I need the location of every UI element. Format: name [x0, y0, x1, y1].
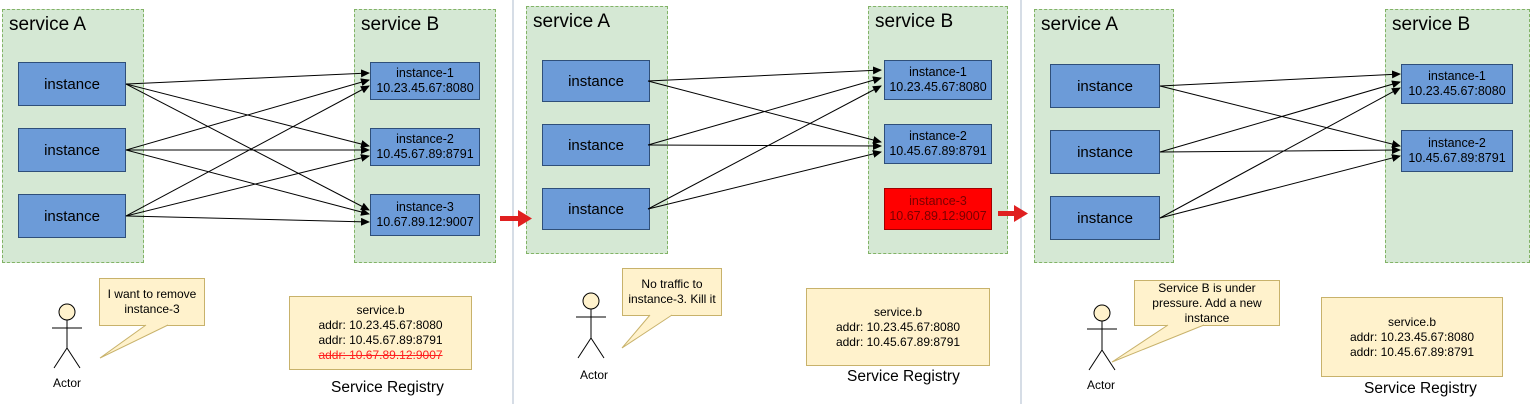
panel-2-connections	[647, 66, 882, 210]
service-a-instance: instance	[1050, 196, 1160, 240]
transition-arrow	[998, 205, 1028, 222]
instance-label: instance	[568, 72, 624, 90]
service-b-instance-1: instance-1 10.23.45.67:8080	[884, 60, 992, 100]
instance-label: instance	[568, 200, 624, 218]
service-b-instance-2: instance-2 10.45.67.89:8791	[884, 124, 992, 164]
registry-address: addr: 10.45.67.89:8791	[1349, 344, 1475, 359]
actor-label: Actor	[53, 376, 82, 390]
bubble-text: Service B is under pressure. Add a new i…	[1152, 280, 1262, 325]
service-registry-box: service.b addr: 10.23.45.67:8080 addr: 1…	[1321, 297, 1503, 377]
instance-address: 10.45.67.89:8791	[1408, 151, 1506, 165]
service-a-instance: instance	[18, 128, 126, 172]
service-b-title: service B	[875, 11, 954, 32]
actor-label: Actor	[580, 368, 609, 382]
bubble-text: I want to remove instance-3	[107, 287, 197, 316]
instance-name: instance-2	[396, 132, 454, 146]
instance-label: instance	[44, 141, 100, 159]
instance-label: instance	[1077, 77, 1133, 95]
bubble-tail	[99, 324, 169, 359]
instance-address: 10.23.45.67:8080	[376, 81, 474, 95]
service-registry-box: service.b addr: 10.23.45.67:8080 addr: 1…	[806, 288, 990, 366]
registry-address: addr: 10.45.67.89:8791	[318, 333, 443, 347]
service-registry-box: service.b addr: 10.23.45.67:8080 addr: 1…	[289, 296, 472, 370]
service-a-instance: instance	[1050, 64, 1160, 108]
instance-label: instance	[568, 136, 624, 154]
service-b-instance-3-removed: instance-3 10.67.89.12:9007	[884, 188, 992, 230]
instance-name: instance-3	[909, 194, 967, 208]
registry-address: addr: 10.45.67.89:8791	[835, 334, 961, 349]
instance-label: instance	[44, 207, 100, 225]
actor-speech-bubble: I want to remove instance-3	[99, 278, 205, 326]
registry-address: addr: 10.23.45.67:8080	[835, 319, 961, 334]
panel-2: service A service B instance instance in…	[512, 0, 1022, 404]
registry-service-name: service.b	[873, 304, 923, 319]
panel-1-connections	[125, 69, 370, 226]
panel-3: service A service B instance instance in…	[1022, 0, 1536, 404]
service-a-title: service A	[9, 14, 87, 35]
instance-label: instance	[1077, 143, 1133, 161]
service-b-instance-2: instance-2 10.45.67.89:8791	[1401, 130, 1513, 172]
instance-label: instance	[44, 75, 100, 93]
service-a-instance: instance	[1050, 130, 1160, 174]
bubble-tail	[621, 314, 673, 349]
service-b-title: service B	[361, 14, 440, 35]
instance-name: instance-2	[909, 129, 967, 143]
instance-address: 10.67.89.12:9007	[376, 215, 474, 229]
panel-3-connections	[1159, 70, 1401, 219]
registry-caption: Service Registry	[847, 368, 960, 385]
registry-address-removed: addr: 10.67.89.12:9007	[318, 348, 443, 362]
service-b-instance-2: instance-2 10.45.67.89:8791	[370, 128, 480, 166]
service-a-instance: instance	[542, 188, 650, 230]
panel-1: service A service B instance instance in…	[0, 0, 512, 404]
instance-name: instance-1	[396, 66, 454, 80]
service-b-instance-3: instance-3 10.67.89.12:9007	[370, 194, 480, 236]
instance-address: 10.23.45.67:8080	[1408, 84, 1506, 98]
service-b-instance-1: instance-1 10.23.45.67:8080	[370, 62, 480, 100]
instance-name: instance-2	[1428, 136, 1486, 150]
bubble-tail	[1111, 324, 1205, 363]
actor-icon	[1087, 304, 1117, 371]
instance-address: 10.45.67.89:8791	[889, 144, 987, 158]
service-a-title: service A	[533, 11, 611, 32]
instance-address: 10.67.89.12:9007	[889, 209, 987, 223]
service-a-title: service A	[1041, 14, 1119, 35]
actor-speech-bubble: Service B is under pressure. Add a new i…	[1134, 280, 1280, 326]
service-b-instance-1: instance-1 10.23.45.67:8080	[1401, 64, 1513, 104]
service-a-instance: instance	[542, 60, 650, 102]
registry-caption: Service Registry	[1364, 380, 1477, 397]
instance-address: 10.45.67.89:8791	[376, 147, 474, 161]
registry-address: addr: 10.23.45.67:8080	[318, 318, 443, 332]
instance-name: instance-3	[396, 200, 454, 214]
registry-service-name: service.b	[1387, 314, 1437, 329]
registry-service-name: service.b	[356, 303, 405, 317]
registry-caption: Service Registry	[331, 379, 444, 396]
actor-label: Actor	[1087, 378, 1116, 392]
service-a-instance: instance	[18, 194, 126, 238]
service-a-instance: instance	[18, 62, 126, 106]
bubble-text: No traffic to instance-3. Kill it	[628, 277, 716, 306]
actor-icon	[52, 303, 82, 369]
instance-label: instance	[1077, 209, 1133, 227]
instance-address: 10.23.45.67:8080	[889, 80, 987, 94]
registry-address: addr: 10.23.45.67:8080	[1349, 329, 1475, 344]
actor-icon	[576, 292, 606, 359]
instance-name: instance-1	[909, 65, 967, 79]
transition-arrow	[500, 210, 532, 227]
instance-name: instance-1	[1428, 69, 1486, 83]
service-b-title: service B	[1392, 14, 1471, 35]
